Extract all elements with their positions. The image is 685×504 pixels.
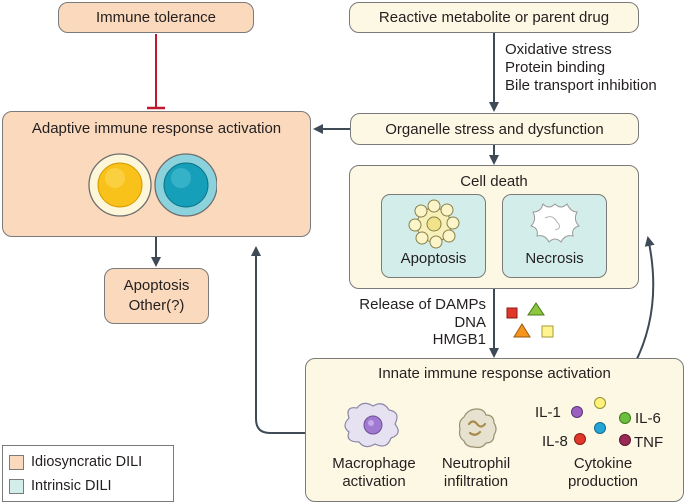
apoptotic-cell-icon	[408, 199, 460, 249]
damps-dna-label: DNA	[454, 313, 486, 331]
cytokine-purple-dot-icon	[571, 406, 583, 418]
stress-mechanism-bile-transport: Bile transport inhibition	[505, 77, 657, 94]
legend-label-idiosyncratic: Idiosyncratic DILI	[31, 454, 143, 470]
immune-tolerance-label: Immune tolerance	[95, 9, 217, 26]
damps-list: Release of DAMPs DNA HMGB1	[359, 296, 486, 349]
legend-item-idiosyncratic: Idiosyncratic DILI	[9, 454, 142, 470]
damp-orange-triangle-icon	[513, 323, 531, 338]
damps-release-label: Release of DAMPs	[359, 296, 486, 313]
cell-death-label: Cell death	[460, 173, 528, 190]
apoptosis-panel: Apoptosis	[381, 194, 486, 278]
lymphocyte-yellow-icon	[88, 153, 152, 217]
legend-label-intrinsic: Intrinsic DILI	[31, 478, 112, 494]
cytokine-il1-label: IL-1	[535, 404, 561, 421]
cytokine-red-dot-icon	[574, 433, 586, 445]
macrophage-icon	[344, 402, 399, 448]
cytokine-label-line2: production	[567, 473, 639, 490]
cytokine-label: Cytokine production	[543, 455, 663, 491]
lymphocyte-cells	[88, 153, 217, 217]
macrophage-label-line2: activation	[342, 473, 406, 490]
legend: Idiosyncratic DILI Intrinsic DILI	[2, 445, 174, 502]
damp-molecules	[506, 302, 554, 338]
damp-red-square-icon	[506, 307, 518, 319]
neutrophil-label: Neutrophil infiltration	[416, 455, 536, 491]
necrosis-label: Necrosis	[525, 250, 584, 267]
legend-swatch-idiosyncratic	[9, 454, 24, 470]
organelle-stress-label: Organelle stress and dysfunction	[385, 120, 604, 138]
reactive-metabolite-label: Reactive metabolite or parent drug	[378, 9, 610, 26]
lymphocyte-blue-icon	[154, 153, 217, 217]
outcome-node: Apoptosis Other(?)	[104, 268, 209, 324]
macrophage-label: Macrophage activation	[314, 455, 434, 491]
cytokine-green-dot-icon	[619, 412, 631, 424]
damp-yellow-square-icon	[541, 325, 554, 338]
neutrophil-icon	[458, 408, 497, 449]
necrotic-cell-icon	[530, 203, 580, 243]
immune-tolerance-node: Immune tolerance	[58, 2, 254, 33]
cytokine-molecules	[571, 397, 631, 446]
cytokine-yellow-dot-icon	[594, 397, 606, 409]
macrophage-label-line1: Macrophage	[332, 455, 416, 472]
stress-mechanisms-list: Oxidative stress Protein binding Bile tr…	[505, 41, 657, 95]
neutrophil-label-line1: Neutrophil	[441, 455, 511, 472]
legend-swatch-intrinsic	[9, 478, 24, 494]
neutrophil-label-line2: infiltration	[443, 473, 509, 490]
apoptosis-label: Apoptosis	[400, 250, 467, 267]
stress-mechanism-oxidative: Oxidative stress	[505, 41, 612, 58]
cytokine-blue-dot-icon	[594, 422, 606, 434]
innate-activation-label: Innate immune response activation	[378, 365, 611, 382]
cytokine-tnf-label: TNF	[634, 434, 664, 451]
damps-hmgb1-label: HMGB1	[432, 331, 486, 348]
cytokine-maroon-dot-icon	[619, 434, 631, 446]
outcome-apoptosis-label: Apoptosis	[123, 277, 190, 294]
reactive-metabolite-node: Reactive metabolite or parent drug	[349, 2, 639, 33]
adaptive-activation-node: Adaptive immune response activation	[2, 111, 311, 237]
innate-activation-node: Innate immune response activation Macrop…	[305, 358, 684, 502]
cytokine-il6-label: IL-6	[635, 410, 661, 427]
damp-green-triangle-icon	[527, 302, 545, 316]
outcome-other-label: Other(?)	[128, 297, 185, 314]
adaptive-activation-label: Adaptive immune response activation	[31, 120, 282, 137]
stress-mechanism-protein-binding: Protein binding	[505, 59, 606, 76]
cell-death-node: Cell death Apoptosis Necrosis	[349, 165, 639, 289]
necrosis-panel: Necrosis	[502, 194, 607, 278]
cytokine-il8-label: IL-8	[542, 433, 568, 450]
organelle-stress-node: Organelle stress and dysfunction	[350, 113, 639, 145]
legend-item-intrinsic: Intrinsic DILI	[9, 478, 112, 494]
cytokine-label-line1: Cytokine	[573, 455, 633, 472]
arrow-innate-to-adaptive	[251, 246, 305, 434]
